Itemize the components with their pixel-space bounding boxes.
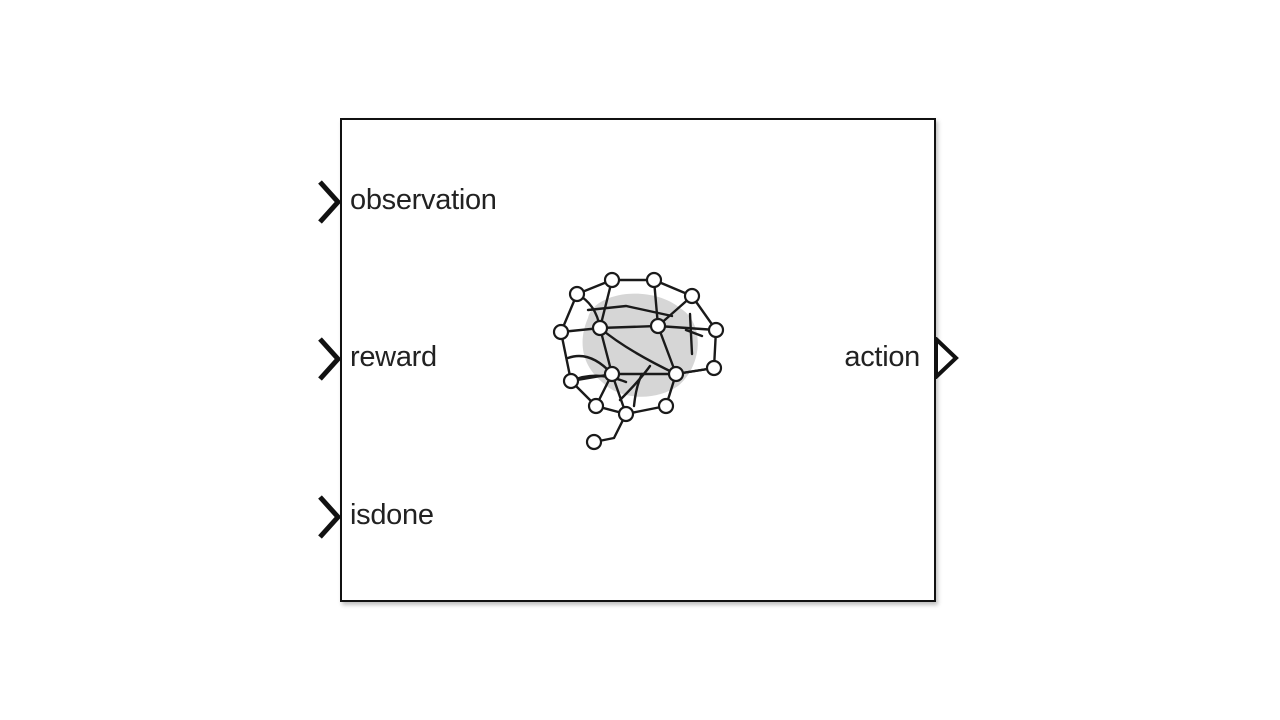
agent-block[interactable]: observation reward isdone action <box>340 118 936 602</box>
output-port-label-action: action <box>844 341 920 373</box>
input-port-label-observation: observation <box>350 184 497 216</box>
neural-network-brain-icon <box>552 271 725 451</box>
input-port-label-isdone: isdone <box>350 499 434 531</box>
input-port-label-reward: reward <box>350 341 437 373</box>
input-port-arrow-reward[interactable] <box>314 335 344 383</box>
output-port-arrow-action[interactable] <box>934 337 960 379</box>
input-port-arrow-isdone[interactable] <box>314 493 344 541</box>
input-port-arrow-observation[interactable] <box>314 178 344 226</box>
